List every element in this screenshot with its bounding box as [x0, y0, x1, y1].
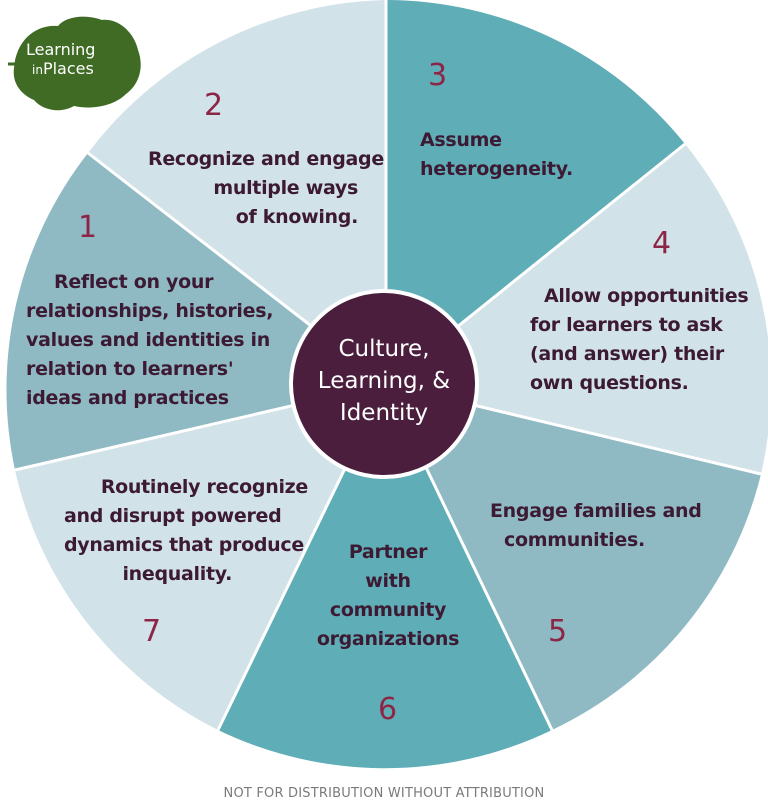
segment-1-text: Reflect on your relationships, histories…: [26, 268, 273, 413]
center-line: Identity: [339, 400, 429, 426]
segment-6-text: Partner with community organizations: [308, 538, 468, 654]
segment-5-line: Engage families and: [490, 500, 702, 522]
wedge-6: [218, 384, 552, 769]
segment-2-line: Recognize and engage: [148, 148, 384, 170]
segment-4-line: own questions.: [530, 372, 689, 394]
center-title: Culture, Learning, & Identity: [291, 333, 477, 429]
segment-3-line: Assume: [420, 129, 502, 151]
segment-7-line: dynamics that produce: [64, 534, 304, 556]
segment-6-line: Partner: [348, 541, 428, 563]
leaf-icon: [13, 16, 141, 111]
segment-1-line: relation to learners': [26, 358, 234, 380]
segment-4-text: Allow opportunities for learners to ask …: [530, 282, 749, 398]
footer-attribution: NOT FOR DISTRIBUTION WITHOUT ATTRIBUTION: [223, 786, 545, 801]
logo-in: in: [32, 63, 43, 77]
segment-4-line: for learners to ask: [530, 314, 723, 336]
segment-6-line: community: [329, 599, 447, 621]
learning-in-places-logo: [8, 16, 141, 111]
logo-line2: inPlaces: [26, 59, 95, 80]
segment-7-text: Routinely recognize and disrupt powered …: [64, 473, 308, 589]
segment-5-text: Engage families and communities.: [490, 497, 702, 555]
segment-1-number: 1: [78, 210, 98, 245]
segment-7-line: Routinely recognize: [100, 476, 308, 498]
segment-4-line: (and answer) their: [530, 343, 724, 365]
wedge-7: [15, 384, 386, 730]
segment-2-line: multiple ways: [213, 177, 358, 199]
segment-2-number: 2: [204, 88, 224, 123]
segment-4-number: 4: [652, 226, 672, 261]
wedge-2: [88, 0, 386, 384]
segment-2-text: Recognize and engage multiple ways of kn…: [148, 145, 384, 232]
segment-1-line: ideas and practices: [26, 387, 229, 409]
center-circle: [289, 289, 479, 479]
logo-text: Learning inPlaces: [26, 40, 95, 80]
wedge-3: [386, 0, 685, 384]
segment-5-line: communities.: [504, 529, 645, 551]
segment-6-line: with: [365, 570, 411, 592]
wedge-4: [386, 144, 768, 474]
logo-line1: Learning: [26, 40, 96, 59]
segment-2-line: of knowing.: [235, 206, 359, 228]
segment-4-line: Allow opportunities: [544, 285, 749, 307]
segment-3-line: heterogeneity.: [420, 158, 573, 180]
segment-1-line: values and identities in: [26, 329, 270, 351]
center-line: Culture,: [338, 336, 430, 362]
segment-5-number: 5: [548, 614, 568, 649]
wedge-5: [386, 384, 761, 730]
segment-3-text: Assume heterogeneity.: [420, 126, 573, 184]
segment-1-line: relationships, histories,: [26, 300, 274, 322]
segment-7-number: 7: [142, 614, 162, 649]
segment-1-line: Reflect on your: [54, 271, 214, 293]
segment-6-line: organizations: [316, 628, 460, 650]
logo-places: Places: [42, 59, 94, 78]
center-line: Learning, &: [317, 368, 451, 394]
segment-7-line: inequality.: [122, 563, 232, 585]
segment-3-number: 3: [428, 58, 448, 93]
segment-7-line: and disrupt powered: [64, 505, 282, 527]
segment-6-number: 6: [378, 692, 398, 727]
